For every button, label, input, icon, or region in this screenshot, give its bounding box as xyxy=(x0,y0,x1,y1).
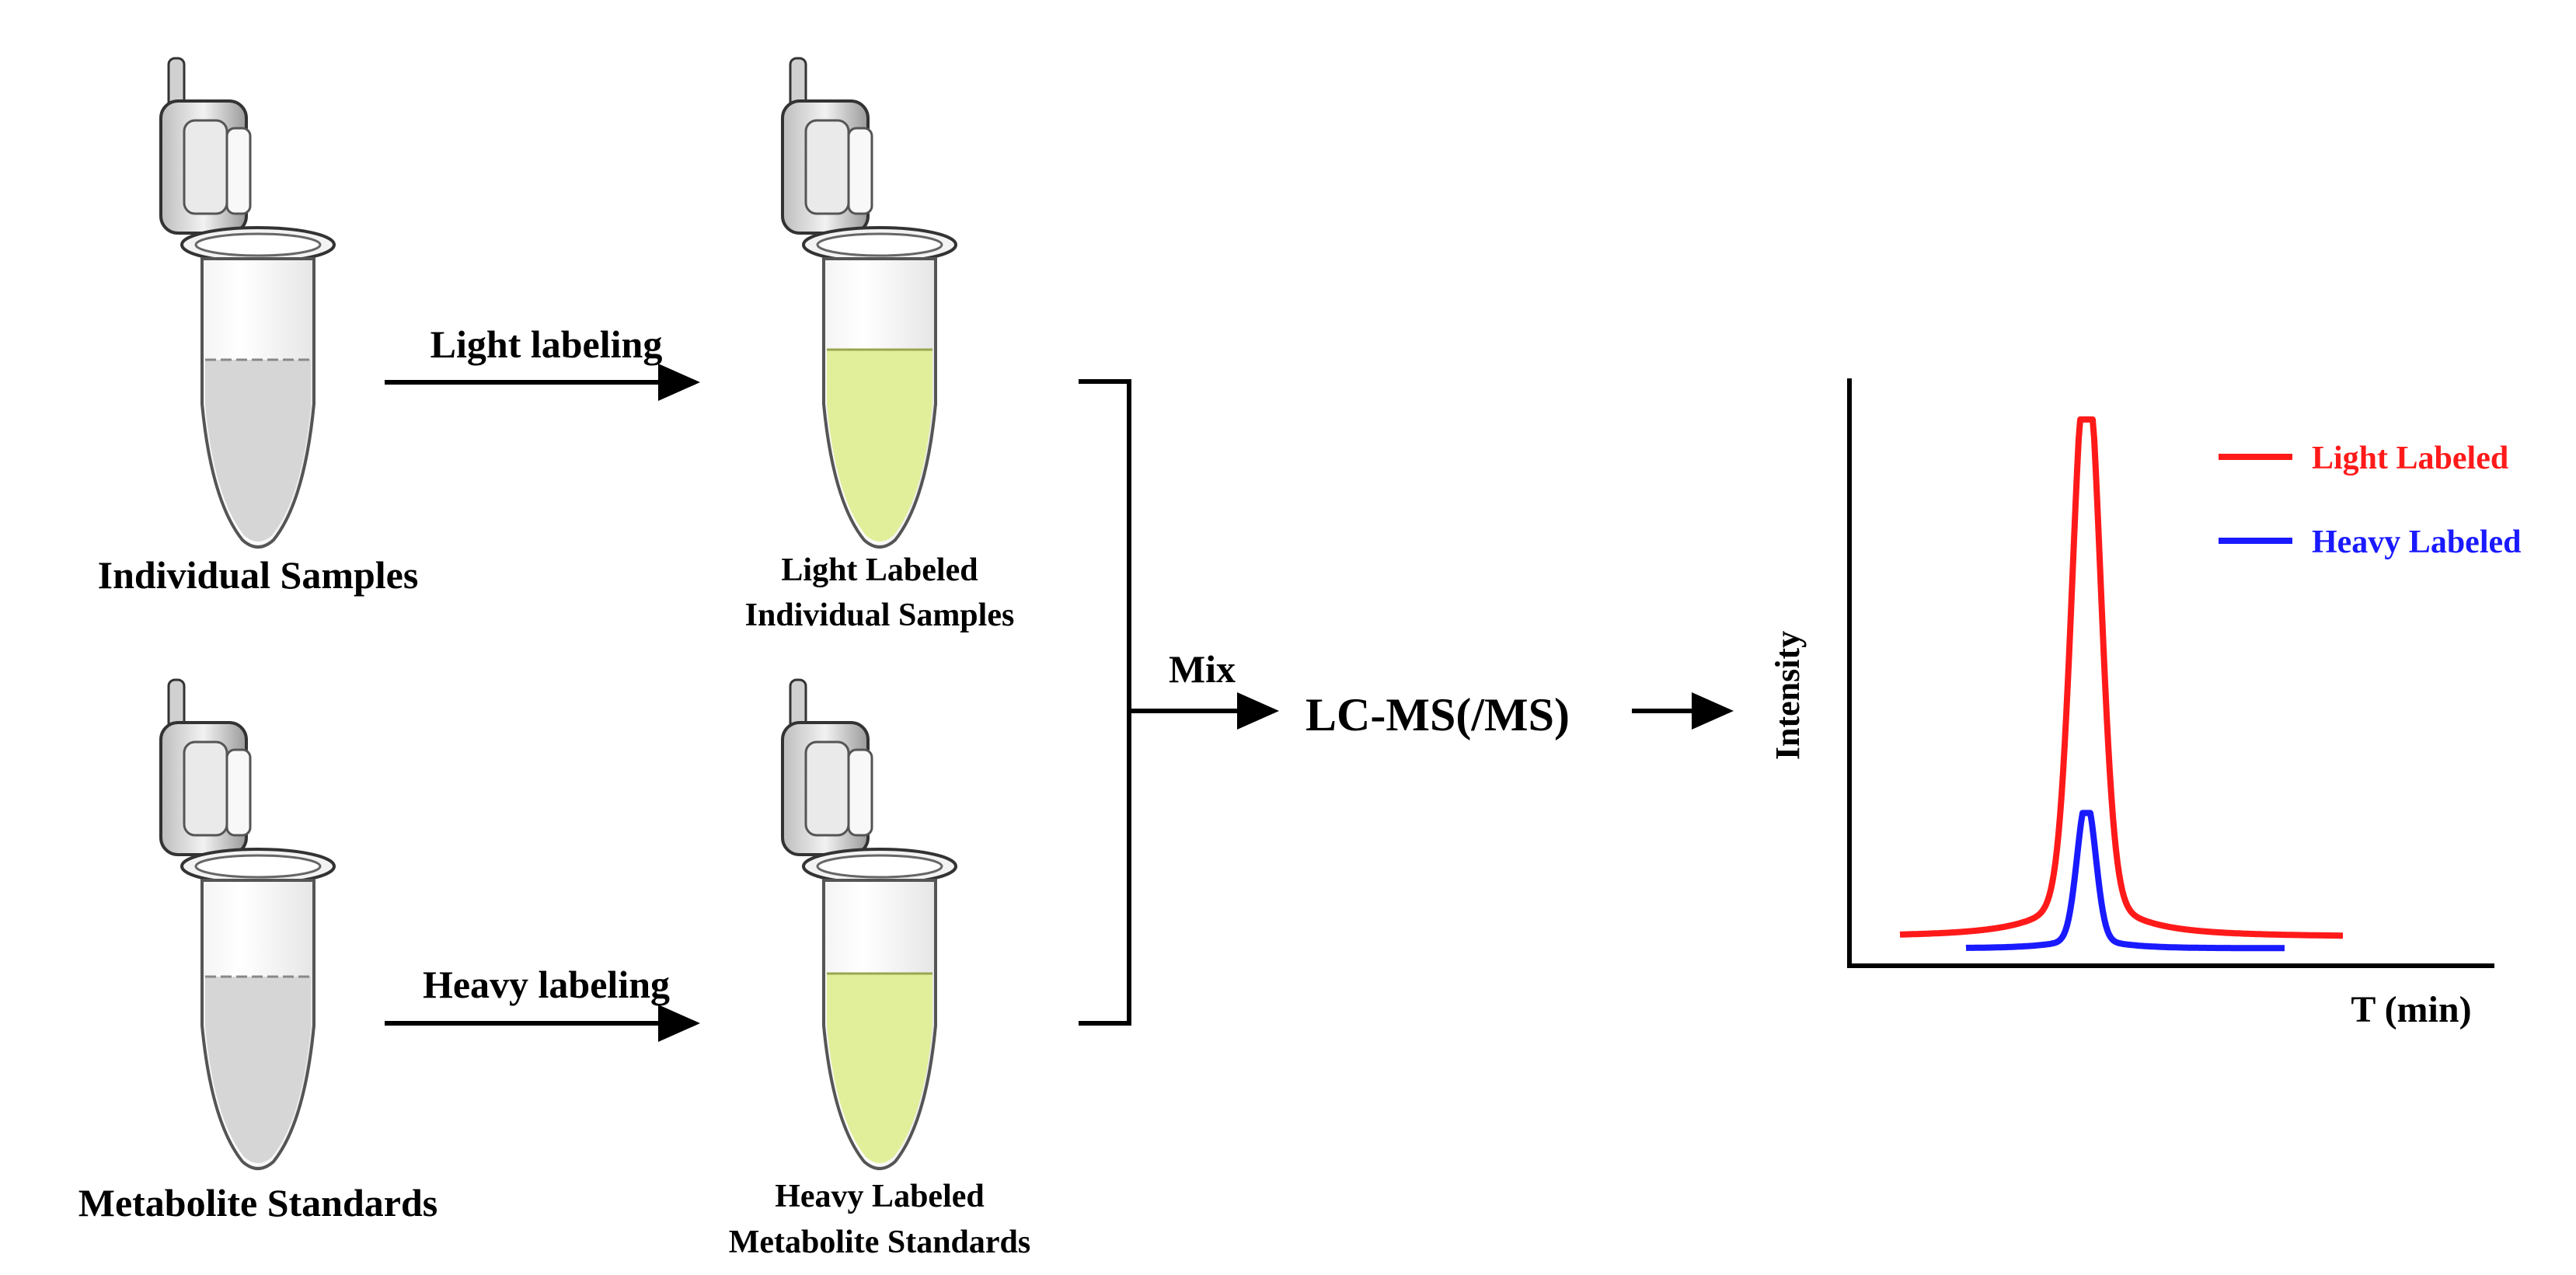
heavy-labeled-label-line2: Metabolite Standards xyxy=(729,1224,1031,1260)
heavy-labeling-label: Heavy labeling xyxy=(423,963,670,1006)
metabolite-standards-tube xyxy=(161,680,334,1169)
chart-y-label: Intensity xyxy=(1769,631,1807,760)
chromatogram-chart: Intensity T (min) Light Labeled Heavy La… xyxy=(1769,378,2522,1030)
tube-liquid xyxy=(205,977,311,1163)
light-labeled-label-line2: Individual Samples xyxy=(745,597,1015,633)
legend-label-light: Light Labeled xyxy=(2312,441,2508,476)
mix-label: Mix xyxy=(1169,647,1236,691)
light-labeled-label-line1: Light Labeled xyxy=(781,552,978,588)
tube-liquid xyxy=(205,360,311,542)
lc-ms-label: LC-MS(/MS) xyxy=(1305,689,1570,740)
individual-samples-label: Individual Samples xyxy=(98,553,419,597)
mix-bracket xyxy=(1079,379,1131,1026)
chart-x-label: T (min) xyxy=(2351,989,2471,1030)
legend-label-heavy: Heavy Labeled xyxy=(2312,524,2522,560)
series-line-heavy-labeled xyxy=(1964,810,2286,952)
series-line-light-labeled xyxy=(1898,416,2344,939)
chart-legend: Light Labeled Heavy Labeled xyxy=(2219,441,2522,560)
individual-samples-tube xyxy=(161,58,334,547)
light-labeling-label: Light labeling xyxy=(430,322,663,366)
metabolite-standards-label: Metabolite Standards xyxy=(78,1181,438,1224)
heavy-labeled-label-line1: Heavy Labeled xyxy=(775,1179,985,1214)
light-labeled-tube xyxy=(783,58,956,547)
tube-liquid xyxy=(827,974,932,1163)
tube-liquid xyxy=(827,350,932,542)
heavy-labeled-tube xyxy=(783,680,956,1169)
